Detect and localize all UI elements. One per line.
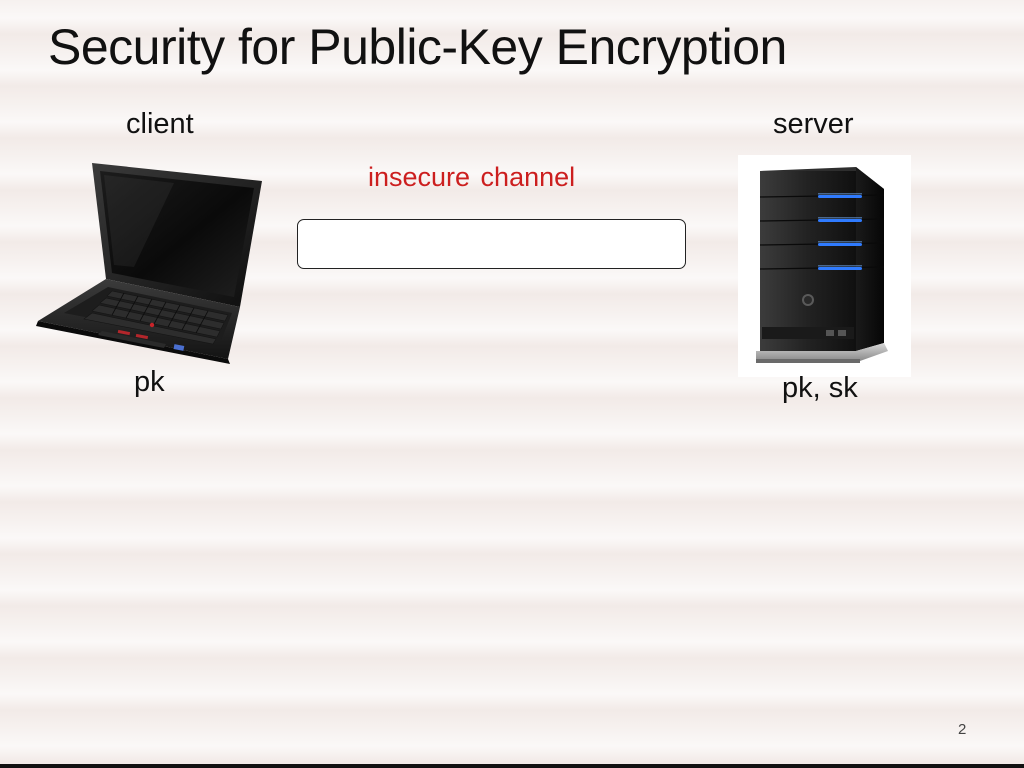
slide-title: Security for Public-Key Encryption — [48, 19, 787, 75]
server-tower-icon — [738, 155, 911, 377]
laptop-icon — [36, 163, 262, 364]
server-keys-label: pk, sk — [782, 372, 858, 404]
client-key-label: pk — [134, 366, 165, 398]
server-label: server — [773, 108, 854, 140]
client-label: client — [126, 108, 194, 140]
page-number: 2 — [958, 721, 967, 738]
insecure-channel-box — [297, 219, 686, 269]
channel-label: insecure channel — [368, 162, 576, 192]
bottom-border — [0, 764, 1024, 768]
